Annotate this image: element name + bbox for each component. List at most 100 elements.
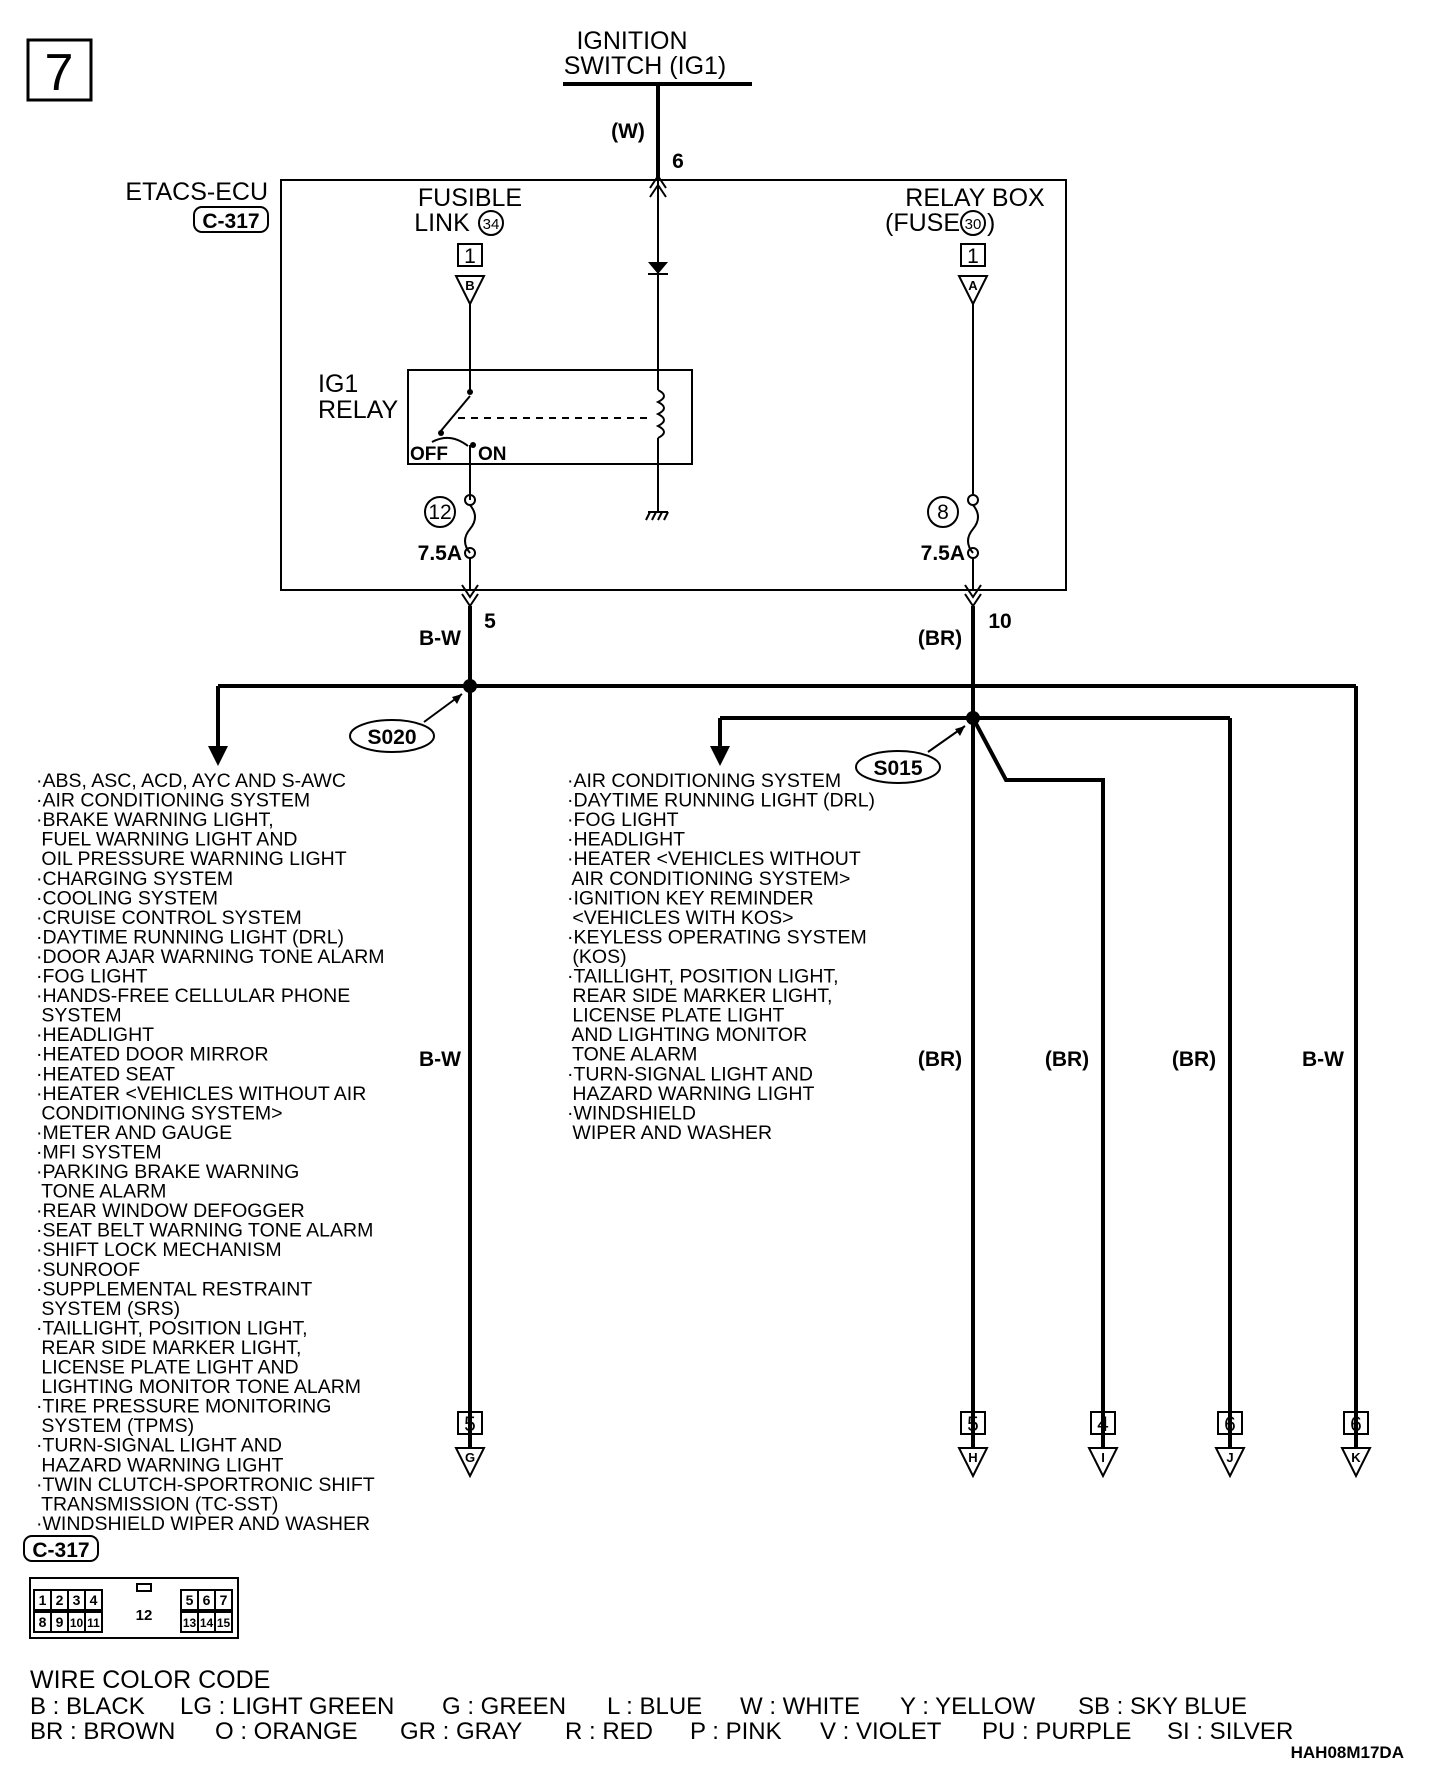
fuse-8-number-circle: [927, 496, 959, 528]
c317-pin-number: 8: [39, 1614, 47, 1630]
left-system-line: ·DAYTIME RUNNING LIGHT (DRL): [36, 926, 344, 948]
left-system-line: ·CHARGING SYSTEM: [36, 868, 233, 890]
left-system-line: SYSTEM: [36, 1005, 122, 1027]
pin6-connector-arrow: [649, 174, 667, 189]
middle-system-line: WIPER AND WASHER: [567, 1122, 772, 1144]
terminal-k-box: [1343, 1411, 1369, 1435]
fuse-8-rating: 7.5A: [921, 542, 965, 565]
wire-color-entry: Y : YELLOW: [900, 1693, 1036, 1720]
ground-hatch-2: [651, 511, 657, 521]
left-system-line: ·SEAT BELT WARNING TONE ALARM: [36, 1220, 373, 1242]
c317-pin-number: 15: [217, 1616, 231, 1630]
wire-color-entry: R : RED: [565, 1718, 653, 1745]
fusible-link-letter: B: [465, 278, 474, 293]
terminal-j: 6 J: [1214, 1411, 1246, 1479]
c317-pin-number: 13: [183, 1616, 197, 1630]
left-system-line: REAR SIDE MARKER LIGHT,: [36, 1337, 301, 1359]
wire-color-entry: W : WHITE: [740, 1693, 860, 1720]
left-system-line: SYSTEM (SRS): [36, 1298, 180, 1320]
wire-color-entry: PU : PURPLE: [982, 1718, 1131, 1745]
fusible-link-line1: FUSIBLE: [418, 184, 522, 212]
left-system-line: CONDITIONING SYSTEM>: [36, 1102, 282, 1124]
middle-system-line: ·IGNITION KEY REMINDER: [567, 887, 814, 909]
c317-pin-cell: [214, 1589, 233, 1611]
fuse-12-number-circle: [424, 496, 456, 528]
left-system-line: ·MFI SYSTEM: [36, 1141, 162, 1163]
etacs-ecu-box: [280, 179, 1067, 591]
relay-off-label: OFF: [410, 444, 448, 465]
c317-pin-number: 5: [186, 1592, 194, 1608]
relay-coil: [655, 389, 665, 439]
terminal-g-number: 5: [464, 1413, 476, 1436]
c317-pin-cell: [214, 1611, 233, 1633]
pin10-label: 10: [988, 610, 1011, 633]
c317-pin-cell: [84, 1611, 103, 1633]
figure-code: HAH08M17DA: [1291, 1743, 1404, 1762]
middle-system-line: TONE ALARM: [567, 1044, 697, 1066]
middle-system-line: ·HEATER <VEHICLES WITHOUT: [567, 848, 861, 870]
terminal-h-number: 5: [967, 1413, 979, 1436]
relay-box-line1: RELAY BOX: [905, 184, 1045, 212]
left-system-line: ·HEATER <VEHICLES WITHOUT AIR: [36, 1083, 366, 1105]
splice-s020-dot: [463, 679, 477, 693]
middle-system-line: HAZARD WARNING LIGHT: [567, 1083, 814, 1105]
c317-pin-number: 10: [70, 1616, 84, 1630]
terminal-g-letter: G: [465, 1450, 475, 1465]
terminal-g: 5 G: [454, 1411, 486, 1479]
left-system-line: ·REAR WINDOW DEFOGGER: [36, 1200, 305, 1222]
relay-box-prefix: (FUSE: [885, 209, 960, 237]
c317-pin-cell: [84, 1589, 103, 1611]
splice-s020-leader-tip: [452, 694, 462, 704]
splice-s015-label: S015: [873, 757, 922, 780]
fuse-8-element: [967, 504, 979, 554]
middle-system-line: LICENSE PLATE LIGHT: [567, 1005, 785, 1027]
middle-system-line: ·KEYLESS OPERATING SYSTEM: [567, 926, 867, 948]
wire-color-entry: B : BLACK: [30, 1693, 145, 1720]
left-system-line: ·CRUISE CONTROL SYSTEM: [36, 907, 302, 929]
pin5-connector-arrow: [461, 584, 479, 599]
wire-color-entry: BR : BROWN: [30, 1718, 175, 1745]
relay-box-terminal-box: [960, 243, 986, 267]
left-system-list: ·ABS, ASC, ACD, AYC AND S-AWC·AIR CONDIT…: [36, 770, 385, 1535]
left-system-line: ·TIRE PRESSURE MONITORING: [36, 1396, 331, 1418]
ig1-relay-box: [407, 369, 693, 465]
ignition-switch-line1: IGNITION: [576, 27, 687, 55]
ignition-wire-color: (W): [611, 120, 645, 143]
ig1-relay-line2: RELAY: [318, 396, 398, 424]
etacs-ecu-title: ETACS-ECU: [125, 178, 268, 206]
middle-system-line: AIR CONDITIONING SYSTEM>: [567, 868, 850, 890]
left-system-line: ·TURN-SIGNAL LIGHT AND: [36, 1435, 282, 1457]
middle-system-line: AND LIGHTING MONITOR: [567, 1024, 807, 1046]
splice-s020-badge: [349, 719, 435, 753]
wire-label-h: (BR): [918, 1048, 962, 1071]
br-wire-i: [971, 717, 1105, 1448]
pin5-wire-color: B-W: [419, 627, 461, 650]
middle-system-line: ·WINDSHIELD: [567, 1102, 696, 1124]
relay-box-connector: [957, 275, 989, 307]
middle-system-line: ·TURN-SIGNAL LIGHT AND: [567, 1063, 813, 1085]
fuse-8-number: 8: [937, 501, 949, 524]
middle-system-list: ·AIR CONDITIONING SYSTEM·DAYTIME RUNNING…: [567, 770, 875, 1144]
left-system-line: ·HEATED SEAT: [36, 1063, 175, 1085]
fuse-12-element: [464, 504, 476, 554]
splice-s015-leader-tip: [955, 726, 965, 736]
c317-pin-number: 7: [220, 1592, 228, 1608]
middle-system-line: (KOS): [567, 946, 627, 968]
c317-pin-number: 2: [56, 1592, 64, 1608]
left-system-line: TRANSMISSION (TC-SST): [36, 1493, 278, 1515]
left-system-line: ·HEADLIGHT: [36, 1024, 154, 1046]
fusible-link-connector: [454, 275, 486, 307]
terminal-h: 5 H: [957, 1411, 989, 1479]
terminal-h-letter: H: [968, 1450, 977, 1465]
middle-system-line: ·AIR CONDITIONING SYSTEM: [567, 770, 841, 792]
terminal-i-box: [1090, 1411, 1116, 1435]
terminal-i-number: 4: [1097, 1413, 1109, 1436]
left-system-line: ·COOLING SYSTEM: [36, 887, 218, 909]
ignition-pin: 6: [672, 150, 684, 173]
fuse-12-number: 12: [428, 501, 451, 524]
terminal-g-connector: [454, 1447, 486, 1479]
wire-color-entry: G : GREEN: [442, 1693, 566, 1720]
